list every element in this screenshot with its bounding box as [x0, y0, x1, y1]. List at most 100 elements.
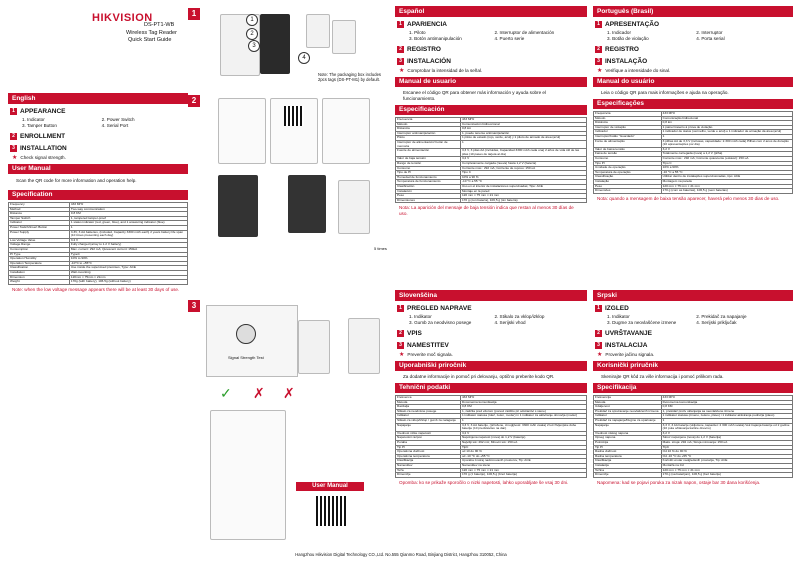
spec-key: Weight	[8, 279, 70, 285]
app-screen-1	[218, 98, 266, 164]
figure-3-label: 3	[188, 300, 200, 312]
spec-value: 170 g (z baterijo), 106,5 g (brez bateri…	[459, 472, 588, 478]
prirocnik-text: Za dodatne informacije in pomoč pri delo…	[403, 374, 555, 379]
check-signal: ★Check signal strength.	[12, 155, 66, 161]
spec-value: 170 g (sa baterijom), 106,5 g (bez bater…	[660, 472, 794, 478]
user-manual-qr-code[interactable]	[316, 496, 346, 526]
portugues-header: Português (Brasil)	[593, 6, 793, 17]
spec-key: Dimensiones	[395, 197, 461, 204]
reader-installed	[338, 180, 370, 234]
hikvision-logo: HIKVISION	[92, 12, 153, 24]
figure-2-label: 2	[188, 95, 200, 107]
user-manual-text: Scan the QR code for more information an…	[16, 178, 137, 183]
opomba-sl: Opomba: ko se prikaže sporočilo o nizki …	[399, 479, 569, 485]
callout-4: 4	[298, 52, 310, 64]
tehnicni-header: Tehnični podatki	[395, 383, 587, 393]
reader-placement	[210, 410, 286, 540]
spec-key: Dimenzije	[395, 472, 461, 478]
napomena-sr: Napomena: kad se pojavi poruka za nizak …	[597, 479, 761, 485]
reader-wall-1	[298, 320, 330, 374]
callout-2: 2	[246, 28, 258, 40]
check-signal-sr: ★Proverite jačinu signala.	[597, 352, 655, 358]
star-icon: ★	[12, 155, 18, 161]
signal-strength-label: Signal Strength Test	[228, 355, 264, 360]
especificacion-header: Especificación	[395, 105, 587, 115]
manual-usuario-pt-text: Leia o código QR para mais informações e…	[601, 90, 729, 95]
user-manual-button[interactable]: User Manual	[296, 482, 364, 491]
check-signal-es: ★Comprobar la intensidad de la señal.	[399, 68, 483, 74]
reader-wall-2	[348, 318, 380, 374]
tag-card-1	[306, 14, 330, 48]
reader-mount-2	[288, 175, 326, 233]
model-number: DS-PT1-WB	[144, 22, 175, 28]
distance-label: 5 times	[374, 246, 387, 251]
srpski-header: Srpski	[593, 290, 793, 301]
spec-value: 3,3 V, 3 AA baterije, (priložene, zmoglj…	[459, 422, 588, 432]
cover-title-2: Quick Start Guide	[128, 37, 172, 43]
spec-value: 170 g (com as baterias), 106,5 g (sem ba…	[660, 188, 794, 194]
placement-ok-icon: ✓	[220, 385, 232, 401]
manual-usuario-text: Escanee el código QR para obtener más in…	[403, 90, 546, 101]
spec-value: 3,3 V, 3 AA baterije (uključene, kapacit…	[660, 422, 794, 432]
manual-usuario-header: Manual de usuario	[395, 77, 587, 87]
especificacoes-header: Especificações	[593, 99, 793, 109]
figures-column: 1 1 2 3 4 Note: The packaging box includ…	[188, 0, 393, 563]
spec-value: 170g (with battery), 106.5g (without bat…	[68, 279, 189, 285]
low-voltage-note: Note: when the low voltage message appea…	[12, 286, 180, 292]
manual-usuario-pt-header: Manual do usuário	[593, 77, 793, 87]
specification-header: Specification	[8, 190, 188, 200]
spec-value: 3 pilhas AA de 3,3 V (inclusas, capacida…	[660, 138, 794, 148]
star-icon: ★	[597, 68, 603, 74]
specifikacija-header: Specifikacija	[593, 383, 793, 393]
footer-address: Hangzhou Hikvision Digital Technology CO…	[295, 552, 507, 557]
cover-title-1: Wireless Tag Reader	[126, 30, 177, 36]
reader-mount-1	[218, 175, 258, 237]
user-manual-header: User Manual	[8, 164, 188, 174]
tag-card-2	[332, 20, 356, 54]
spec-value: 1 indikator statusa (rdeč, zelen, moder)…	[459, 413, 588, 419]
star-icon: ★	[399, 68, 405, 74]
spec-key: Dimensões	[593, 188, 662, 194]
figure-1-label: 1	[188, 8, 200, 20]
spec-key: Dimenzije	[593, 472, 662, 478]
spec-value: 170 g (con batería), 106,5 g (sin baterí…	[459, 197, 588, 204]
device-open	[260, 14, 290, 74]
spec-value: 1 indikator statusa (crveno, zeleno, pla…	[660, 413, 794, 419]
star-icon: ★	[597, 352, 603, 358]
enroll-qr-code	[284, 106, 304, 126]
callout-1: 1	[246, 14, 258, 26]
callout-3: 3	[248, 40, 260, 52]
korisnicki-text: Skenirajte QR kôd za više informacija i …	[601, 374, 724, 379]
prirocnik-header: Uporabniški priročnik	[395, 361, 587, 371]
